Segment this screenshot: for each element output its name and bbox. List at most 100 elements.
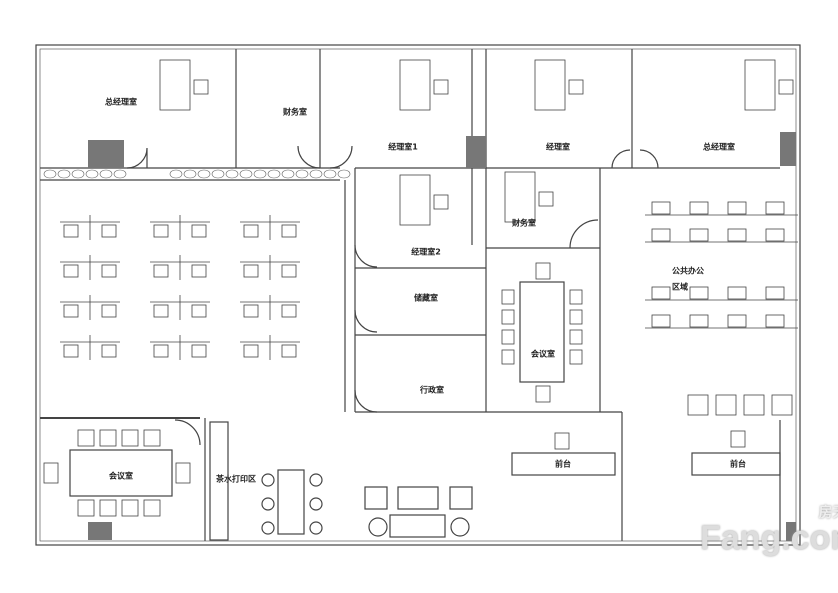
chair-icon (651, 286, 671, 300)
stone-pattern (113, 169, 127, 179)
room-label-admin: 行政室 (420, 385, 444, 395)
chair-icon (153, 344, 169, 358)
office-chair-icon (568, 79, 584, 95)
chair-icon (281, 344, 297, 358)
chair-icon (651, 314, 671, 328)
chair-icon (101, 224, 117, 238)
chair-icon (727, 228, 747, 242)
chair-icon (765, 286, 785, 300)
chair-icon (191, 224, 207, 238)
chair-icon (63, 224, 79, 238)
chair-icon (63, 264, 79, 278)
chair-icon (121, 429, 139, 447)
chair-icon (153, 224, 169, 238)
stone-pattern (309, 169, 323, 179)
chair-icon (765, 201, 785, 215)
chair-icon (765, 228, 785, 242)
room-label-finance-mid: 财务室 (512, 218, 536, 228)
room-label-manager: 经理室 (546, 142, 570, 152)
room-label-finance-top: 财务室 (283, 107, 307, 117)
room-label-meeting-mid: 会议室 (531, 349, 555, 359)
chair-icon (569, 329, 583, 345)
stone-pattern (57, 169, 71, 179)
stone-pattern (43, 169, 57, 179)
stone-pattern (225, 169, 239, 179)
chair-icon (153, 304, 169, 318)
office-desk (504, 171, 536, 223)
reception-desk-2 (691, 452, 781, 476)
chair-icon (501, 329, 515, 345)
chair-icon (243, 344, 259, 358)
office-chair-icon (538, 191, 554, 207)
chair-icon (191, 344, 207, 358)
chair-icon (243, 304, 259, 318)
office-desk (159, 59, 191, 111)
chair-icon (191, 304, 207, 318)
chair-icon (175, 462, 191, 484)
chair-icon (569, 309, 583, 325)
room-label-manager-1: 经理室1 (388, 142, 418, 152)
stool-icon (261, 521, 275, 535)
chair-icon (281, 264, 297, 278)
watermark-brand-cn: 房天下 (818, 504, 838, 520)
room-label-manager-2: 经理室2 (411, 247, 441, 257)
chair-icon (651, 228, 671, 242)
stone-pattern (197, 169, 211, 179)
chair-icon (727, 286, 747, 300)
desk-icon (771, 394, 793, 416)
office-desk (744, 59, 776, 111)
watermark-logo: 房天下 Fang.com (700, 505, 838, 555)
chair-icon (281, 224, 297, 238)
chair-icon (99, 429, 117, 447)
chair-icon (501, 349, 515, 365)
stone-pattern (337, 169, 351, 179)
office-desk (399, 174, 431, 226)
chair-icon (99, 499, 117, 517)
stool-icon (261, 497, 275, 511)
chair-icon (153, 264, 169, 278)
reception-desk-1 (511, 452, 616, 476)
meeting-table-mid (519, 281, 565, 383)
meeting-table-left (69, 449, 173, 497)
stone-pattern (99, 169, 113, 179)
room-label-reception-2: 前台 (730, 459, 746, 469)
office-chair-icon (778, 79, 794, 95)
chair-icon (501, 309, 515, 325)
chair-icon (101, 264, 117, 278)
outer-wall (35, 44, 801, 546)
desk-icon (715, 394, 737, 416)
room-label-gm-office-left: 总经理室 (105, 97, 137, 107)
chair-icon (569, 289, 583, 305)
chair-icon (63, 304, 79, 318)
chair-icon (77, 499, 95, 517)
chair-icon (191, 264, 207, 278)
chair-icon (569, 349, 583, 365)
stone-pattern (267, 169, 281, 179)
chair-icon (243, 264, 259, 278)
room-label-meeting-left: 会议室 (109, 471, 133, 481)
stool-icon (309, 497, 323, 511)
stone-pattern (295, 169, 309, 179)
inner-wall (39, 48, 797, 542)
chair-icon (765, 314, 785, 328)
chair-icon (143, 429, 161, 447)
desk-icon (743, 394, 765, 416)
chair-icon (689, 228, 709, 242)
chair-icon (501, 289, 515, 305)
chair-icon (281, 304, 297, 318)
chair-icon (727, 314, 747, 328)
chair-icon (101, 304, 117, 318)
office-chair-icon (433, 194, 449, 210)
chair-icon (689, 286, 709, 300)
chair-icon (63, 344, 79, 358)
stone-pattern (183, 169, 197, 179)
stone-pattern (211, 169, 225, 179)
watermark-brand: Fang.com (700, 519, 838, 557)
chair-icon (651, 201, 671, 215)
stool-icon (309, 473, 323, 487)
room-label-storage: 储藏室 (414, 293, 438, 303)
stone-pattern (239, 169, 253, 179)
chair-icon (535, 385, 551, 403)
office-chair-icon (193, 79, 209, 95)
stone-pattern (169, 169, 183, 179)
